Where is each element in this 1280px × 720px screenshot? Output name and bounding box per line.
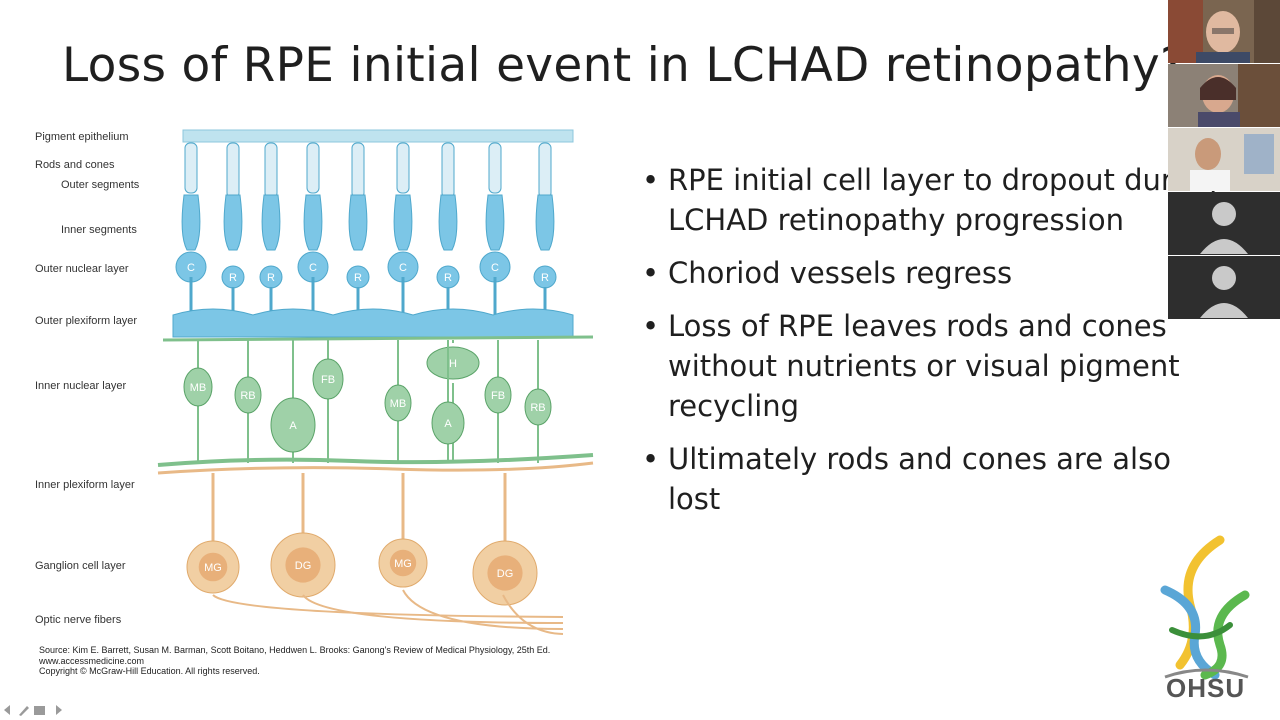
ganglion-cell: DG bbox=[270, 473, 336, 598]
ohsu-logo-text: OHSU bbox=[1166, 673, 1246, 703]
participant-video-tile[interactable] bbox=[1168, 128, 1280, 191]
photoreceptor-label: R bbox=[267, 272, 275, 284]
participant-5-avatar bbox=[1168, 256, 1280, 319]
inner-nuclear-cell: FB bbox=[484, 340, 512, 463]
ganglion-cell: DG bbox=[472, 473, 538, 606]
rod-cell: R bbox=[221, 142, 245, 315]
participant-video-tile[interactable] bbox=[1168, 192, 1280, 255]
photoreceptor-label: C bbox=[187, 262, 195, 274]
ganglion-cell-label: DG bbox=[295, 560, 312, 572]
next-arrow-icon bbox=[56, 705, 62, 715]
inner-cell-label: FB bbox=[491, 390, 505, 402]
layer-label: Outer nuclear layer bbox=[35, 263, 129, 275]
photoreceptor-label: C bbox=[399, 262, 407, 274]
layer-label: Optic nerve fibers bbox=[35, 614, 122, 626]
bullet-list: •RPE initial cell layer to dropout durin… bbox=[642, 160, 1280, 532]
participant-video-tile[interactable] bbox=[1168, 0, 1280, 63]
inner-plexiform-band bbox=[157, 453, 594, 467]
inner-cell-label: MB bbox=[390, 398, 407, 410]
inner-cell-label: A bbox=[289, 420, 297, 432]
participant-1-video bbox=[1168, 0, 1280, 63]
inner-cell-label: H bbox=[449, 358, 457, 370]
inner-nuclear-cell: A bbox=[270, 340, 316, 463]
bullet-item: •Loss of RPE leaves rods and cones witho… bbox=[642, 309, 1180, 423]
retina-diagram: Pigment epithelium Rods and cones Outer … bbox=[28, 125, 628, 685]
outer-plexiform-band bbox=[172, 308, 574, 338]
source-line: www.accessmedicine.com bbox=[39, 655, 145, 666]
rod-cell: R bbox=[259, 142, 283, 315]
photoreceptor-label: C bbox=[491, 262, 499, 274]
inner-cell-label: MB bbox=[190, 382, 207, 394]
layer-label: Ganglion cell layer bbox=[35, 560, 126, 572]
inner-nuclear-cell: FB bbox=[312, 340, 344, 463]
inner-nuclear-cell: RB bbox=[524, 340, 552, 463]
inner-cell-label: RB bbox=[240, 390, 255, 402]
inner-nuclear-cell: RB bbox=[234, 340, 262, 463]
participant-2-video bbox=[1168, 64, 1280, 127]
participant-video-tile[interactable] bbox=[1168, 64, 1280, 127]
layer-label: Inner segments bbox=[61, 224, 137, 236]
bullet-item: •Ultimately rods and cones are also lost bbox=[642, 442, 1171, 516]
layer-label: Rods and cones bbox=[35, 159, 115, 171]
inner-nuclear-cell: A bbox=[431, 340, 465, 463]
inner-nuclear-cell: H bbox=[426, 340, 480, 463]
inner-cell-label: A bbox=[444, 418, 452, 430]
cone-cell: C bbox=[175, 142, 207, 315]
ganglion-cell-label: MG bbox=[394, 558, 412, 570]
cone-cell: C bbox=[297, 142, 329, 315]
optic-nerve-fibers bbox=[212, 589, 564, 635]
layer-label: Inner plexiform layer bbox=[35, 479, 135, 491]
bullet-item: •RPE initial cell layer to dropout durin… bbox=[642, 163, 1218, 237]
rod-cell: R bbox=[533, 142, 557, 315]
inner-cell-label: RB bbox=[530, 402, 545, 414]
layer-label: Outer segments bbox=[61, 179, 140, 191]
cone-cell: C bbox=[479, 142, 511, 315]
slide-title: Loss of RPE initial event in LCHAD retin… bbox=[62, 38, 1186, 93]
layer-label: Outer plexiform layer bbox=[35, 315, 138, 327]
prev-arrow-icon bbox=[4, 705, 10, 715]
participant-video-tile[interactable] bbox=[1168, 256, 1280, 319]
ganglion-cell: MG bbox=[186, 473, 240, 594]
pen-icon bbox=[19, 706, 29, 716]
slideshow-nav bbox=[2, 703, 64, 720]
figure-source: Source: Kim E. Barrett, Susan M. Barman,… bbox=[39, 645, 550, 677]
retina-illustration: C R R C R C R C R MB RB FB H MB A A FB RB MG DG MG DG bbox=[157, 129, 594, 635]
photoreceptor-label: C bbox=[309, 262, 317, 274]
photoreceptor-label: R bbox=[444, 272, 452, 284]
source-line: Copyright © McGraw-Hill Education. All r… bbox=[39, 666, 260, 676]
video-participant-strip bbox=[1168, 0, 1280, 320]
photoreceptor-label: R bbox=[229, 272, 237, 284]
ganglion-cell-label: MG bbox=[204, 562, 222, 574]
layer-label: Pigment epithelium bbox=[35, 131, 129, 143]
participant-4-avatar bbox=[1168, 192, 1280, 255]
ohsu-logo-icon bbox=[1160, 535, 1250, 680]
bullet-item: •Choriod vessels regress bbox=[642, 256, 1013, 290]
layer-label: Inner nuclear layer bbox=[35, 380, 127, 392]
rod-cell: R bbox=[436, 142, 460, 315]
source-line: Source: Kim E. Barrett, Susan M. Barman,… bbox=[39, 645, 551, 655]
photoreceptor-label: R bbox=[354, 272, 362, 284]
slideshow-controls bbox=[4, 705, 62, 716]
inner-nuclear-cell: MB bbox=[384, 340, 412, 463]
participant-3-video bbox=[1168, 128, 1280, 191]
ganglion-cell-label: DG bbox=[497, 568, 514, 580]
inner-nuclear-cell: MB bbox=[183, 340, 213, 463]
pigment-epithelium-band bbox=[182, 129, 574, 143]
slides-menu-icon bbox=[34, 706, 45, 715]
ganglion-cell: MG bbox=[378, 473, 428, 588]
photoreceptor-label: R bbox=[541, 272, 549, 284]
inner-cell-label: FB bbox=[321, 374, 335, 386]
cone-cell: C bbox=[387, 142, 419, 315]
rod-cell: R bbox=[346, 142, 370, 315]
